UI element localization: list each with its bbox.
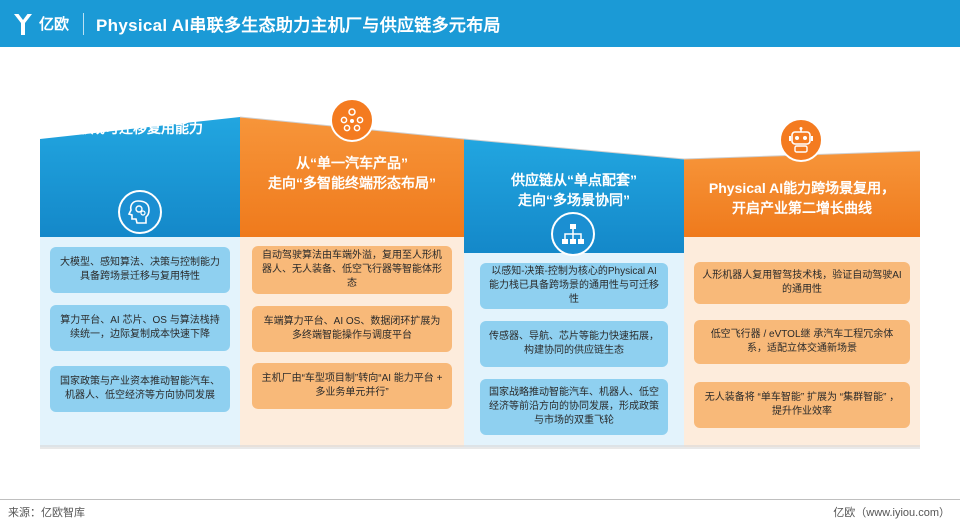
logo-text: 亿欧 xyxy=(39,16,70,33)
panel-3-item-1: 以感知-决策-控制为核心的Physical AI能力栈已具备跨场景的通用性与可迁… xyxy=(480,263,668,309)
panel-1-title: Physical AI 技术 形成可迁移复用能力 xyxy=(77,100,203,136)
header-bar: 亿欧 Physical AI串联多生态助力主机厂与供应链多元布局 xyxy=(0,0,960,47)
panel-2-head xyxy=(240,117,464,237)
panel-4-item-1: 人形机器人复用智驾技术栈，验证自动驾驶AI的通用性 xyxy=(694,262,910,304)
panel-4-item-2: 低空飞行器 / eVTOL继 承汽车工程冗余体系，适配立体交通新场景 xyxy=(694,320,910,364)
panel-4-title: Physical AI能力跨场景复用， 开启产业第二增长曲线 xyxy=(708,180,896,216)
panel-3-item-2: 传感器、导航、芯片等能力快速拓展，构建协同的供应链生态 xyxy=(480,321,668,367)
header-divider xyxy=(83,12,85,35)
panel-2-item-3: 主机厂由“车型项目制”转向“AI 能力平台 + 多业务单元并行” xyxy=(252,363,452,409)
footer-divider xyxy=(0,499,960,500)
panel-3-head xyxy=(464,139,684,253)
yiou-logo-icon xyxy=(14,13,32,35)
panel-1-head xyxy=(40,117,240,237)
panel-3-item-3: 国家战略推动智能汽车、机器人、低空经济等前沿方向的协同发展，形成政策与市场的双重… xyxy=(480,379,668,435)
panel-1-item-3: 国家政策与产业资本推动智能汽车、机器人、低空经济等方向协同发展 xyxy=(50,366,230,412)
footer-site: 亿欧（www.iyiou.com） xyxy=(833,507,950,519)
panel-3-title: 供应链从“单点配套” 走向“多场景协同” xyxy=(511,172,637,208)
panel-1-item-2: 算力平台、AI 芯片、OS 与算法栈持续统一，边际复制成本快速下降 xyxy=(50,305,230,351)
panel-2-title: 从“单一汽车产品” 走向“多智能终端形态布局” xyxy=(268,155,436,191)
panel-1-item-1: 大模型、感知算法、决策与控制能力具备跨场景迁移与复用特性 xyxy=(50,247,230,293)
panel-4-head xyxy=(684,151,920,237)
footer-source: 来源：亿欧智库 xyxy=(8,507,85,519)
network-people-icon xyxy=(330,98,374,142)
robot-icon xyxy=(779,118,823,162)
panel-2-item-1: 自动驾驶算法由车端外溢，复用至人形机器人、无人装备、低空飞行器等智能体形态 xyxy=(252,246,452,294)
page-title: Physical AI串联多生态助力主机厂与供应链多元布局 xyxy=(96,16,501,35)
panel-4-item-3: 无人装备将 “单车智能” 扩展为 “集群智能” ，提升作业效率 xyxy=(694,382,910,428)
logo: 亿欧 xyxy=(12,0,69,47)
head-gears-icon xyxy=(118,190,162,234)
panel-2-item-2: 车端算力平台、AI OS、数据闭环扩展为多终端智能操作与调度平台 xyxy=(252,306,452,352)
hierarchy-icon xyxy=(551,212,595,256)
